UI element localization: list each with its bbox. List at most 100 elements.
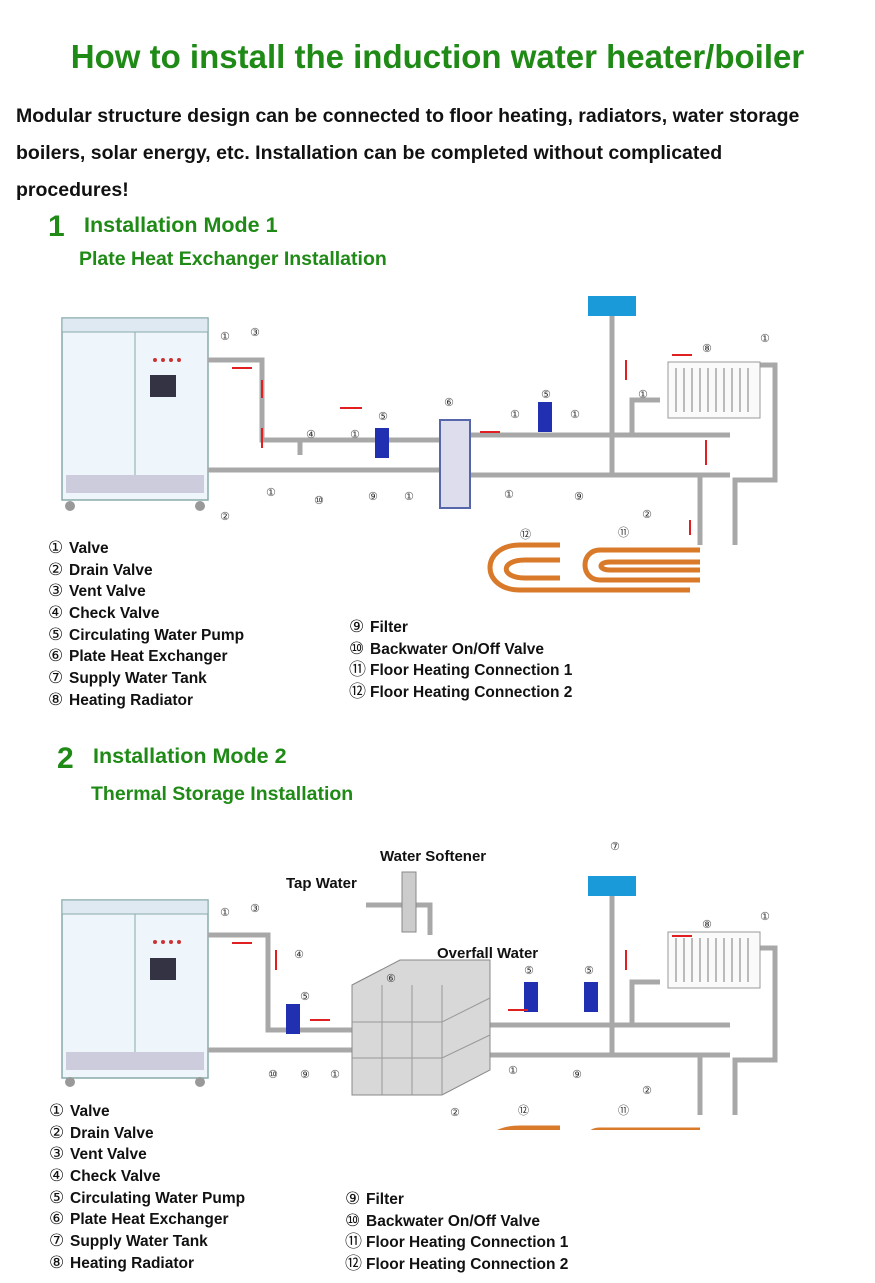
- svg-text:①: ①: [510, 408, 520, 421]
- boiler-cabinet: [61, 317, 209, 511]
- flow-arrows: [232, 354, 707, 535]
- svg-text:⑥: ⑥: [444, 396, 454, 409]
- mode-2-number: 2: [57, 742, 74, 775]
- mode-1-title: Installation Mode 1: [84, 213, 278, 237]
- svg-text:①: ①: [504, 488, 514, 501]
- svg-text:⑦: ⑦: [610, 840, 620, 853]
- flow-arrows: [232, 935, 692, 1021]
- svg-text:③: ③: [250, 326, 260, 339]
- svg-text:⑩: ⑩: [314, 494, 324, 507]
- supply-water-tank: [588, 876, 636, 896]
- circulating-pump: [584, 982, 598, 1012]
- tap-water-label: Tap Water: [286, 875, 357, 892]
- svg-text:④: ④: [306, 428, 316, 441]
- svg-text:⑩: ⑩: [268, 1068, 278, 1081]
- svg-text:①: ①: [330, 1068, 340, 1081]
- intro-text: Modular structure design can be connecte…: [16, 105, 800, 201]
- svg-text:①: ①: [266, 486, 276, 499]
- mode-2-diagram: ① ③ ④ ⑤ ⑥ ⑦ ⑧ ① ⑤ ⑤ ⑩ ⑨ ① ⑨ ① ② ⑫ ⑪ ②: [61, 840, 778, 1130]
- overfall-water-label: Overfall Water: [437, 945, 539, 962]
- mode-1-number: 1: [48, 210, 65, 243]
- circulating-pump: [286, 1004, 300, 1034]
- svg-text:⑤: ⑤: [378, 410, 388, 423]
- svg-text:⑤: ⑤: [584, 964, 594, 977]
- svg-text:⑨: ⑨: [300, 1068, 310, 1081]
- mode-1-pipes: [208, 310, 778, 545]
- svg-text:①: ①: [508, 1064, 518, 1077]
- svg-text:⑥: ⑥: [386, 972, 396, 985]
- mode-2-callouts: ① ③ ④ ⑤ ⑥ ⑦ ⑧ ① ⑤ ⑤ ⑩ ⑨ ① ⑨ ① ② ⑫ ⑪ ②: [220, 840, 770, 1119]
- mode-2-title: Installation Mode 2: [93, 744, 287, 768]
- svg-text:⑨: ⑨: [572, 1068, 582, 1081]
- circulating-pump: [524, 982, 538, 1012]
- mode-2-subtitle: Thermal Storage Installation: [91, 783, 354, 805]
- svg-text:②: ②: [220, 510, 230, 523]
- svg-text:⑨: ⑨: [368, 490, 378, 503]
- circulating-pump: [375, 428, 389, 458]
- plate-heat-exchanger: [439, 419, 471, 509]
- boiler-cabinet: [61, 899, 209, 1087]
- svg-text:①: ①: [760, 332, 770, 345]
- svg-text:①: ①: [638, 388, 648, 401]
- heating-radiator: [667, 361, 761, 419]
- svg-text:⑤: ⑤: [541, 388, 551, 401]
- circulating-pump: [538, 402, 552, 432]
- svg-text:⑧: ⑧: [702, 342, 712, 355]
- supply-water-tank: [588, 296, 636, 316]
- svg-text:⑨: ⑨: [574, 490, 584, 503]
- svg-text:⑤: ⑤: [524, 964, 534, 977]
- thermal-storage-tank: [351, 959, 491, 1096]
- svg-text:①: ①: [220, 906, 230, 919]
- svg-text:⑧: ⑧: [702, 918, 712, 931]
- svg-text:⑪: ⑪: [618, 1104, 629, 1117]
- heating-radiator: [667, 931, 761, 989]
- svg-text:①: ①: [570, 408, 580, 421]
- svg-text:②: ②: [450, 1106, 460, 1119]
- svg-text:④: ④: [294, 948, 304, 961]
- mode-1-subtitle: Plate Heat Exchanger Installation: [79, 248, 387, 270]
- svg-text:⑫: ⑫: [518, 1104, 529, 1117]
- svg-text:①: ①: [220, 330, 230, 343]
- mode-2-pipes: [208, 890, 778, 1115]
- svg-text:①: ①: [350, 428, 360, 441]
- svg-text:①: ①: [404, 490, 414, 503]
- svg-text:①: ①: [760, 910, 770, 923]
- svg-text:②: ②: [642, 1084, 652, 1097]
- svg-text:③: ③: [250, 902, 260, 915]
- page-title: How to install the induction water heate…: [70, 38, 805, 75]
- svg-text:⑤: ⑤: [300, 990, 310, 1003]
- svg-text:⑫: ⑫: [520, 528, 531, 541]
- svg-text:②: ②: [642, 508, 652, 521]
- water-softener: [401, 871, 417, 933]
- floor-heating-coils: [487, 542, 700, 593]
